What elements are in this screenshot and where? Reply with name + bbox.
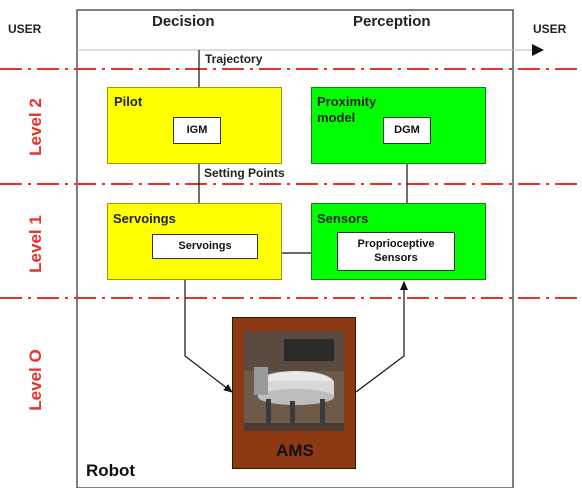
trajectory-label: Trajectory (205, 52, 263, 66)
ams-label: AMS (276, 441, 314, 460)
sensors-title: Sensors (317, 211, 369, 226)
level-1-label: Level 1 (26, 215, 45, 273)
robot-photo (244, 331, 344, 431)
level-0-label: Level O (26, 349, 45, 411)
ams-to-sensors-arrow (355, 281, 408, 393)
proprioceptive-line2: Sensors (374, 251, 418, 264)
setting-points-label: Setting Points (204, 166, 285, 180)
user-label-left: USER (8, 22, 42, 36)
decision-column-label: Decision (152, 13, 215, 30)
proprioceptive-sensors-box: Proprioceptive Sensors (337, 232, 455, 271)
ams-block: AMS (232, 317, 356, 469)
servoings-inner-box: Servoings (152, 234, 258, 259)
dgm-box: DGM (383, 117, 431, 144)
pilot-title: Pilot (114, 94, 143, 109)
level-2-label: Level 2 (26, 98, 45, 156)
proprioceptive-line1: Proprioceptive (357, 238, 435, 251)
servoings-title: Servoings (113, 211, 176, 226)
user-arrow-head (532, 44, 544, 56)
user-label-right: USER (533, 22, 567, 36)
servoings-to-ams-arrow (184, 262, 233, 393)
proximity-title-line1: Proximity (317, 94, 377, 109)
proximity-title-line2: model (317, 110, 356, 125)
robot-label: Robot (86, 461, 136, 480)
robot-frame (76, 9, 514, 488)
igm-box: IGM (173, 117, 221, 144)
perception-column-label: Perception (353, 13, 431, 30)
